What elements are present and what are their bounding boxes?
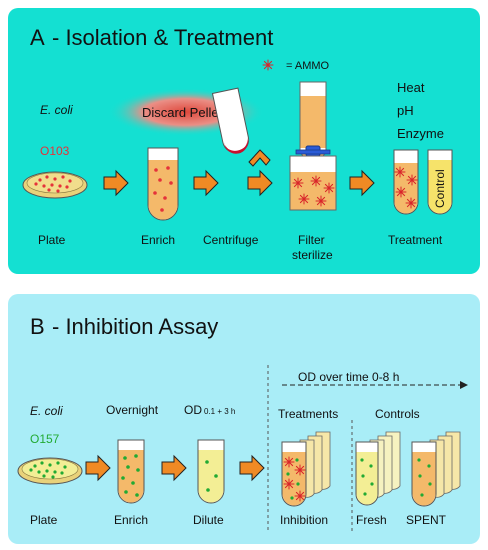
dilute-tube xyxy=(197,439,225,504)
treatment-enzyme: Enzyme xyxy=(397,126,444,141)
treatments-header: Treatments xyxy=(278,407,338,421)
timeline-arrowhead-icon xyxy=(460,381,468,389)
spent-tubes xyxy=(411,431,461,507)
step-centrifuge: Centrifuge xyxy=(203,233,259,247)
discard-pellet-label: Discard Pellet xyxy=(142,105,223,120)
step-fresh: Fresh xyxy=(356,513,387,527)
arrow-right-icon xyxy=(85,454,111,482)
od-label: OD xyxy=(184,403,202,417)
step-plate-b: Plate xyxy=(30,513,58,527)
petri-plate-a xyxy=(22,171,88,199)
ecoli-label-b: E. coli xyxy=(30,404,63,418)
panel-b-title: - Inhibition Assay xyxy=(52,314,218,339)
timeline-label: OD over time 0-8 h xyxy=(298,370,399,384)
step-filter-line2: sterilize xyxy=(292,248,333,262)
panel-b-inhibition xyxy=(8,294,480,544)
od-sublabel: 0.1 + 3 h xyxy=(204,407,235,416)
curved-arrow-icon xyxy=(248,149,271,167)
controls-header: Controls xyxy=(375,407,420,421)
panel-a-letter: A xyxy=(30,25,45,50)
enrich-tube-a xyxy=(147,147,179,221)
overnight-label: Overnight xyxy=(106,403,159,417)
ecoli-label-a: E. coli xyxy=(40,103,73,117)
treatment-ph: pH xyxy=(397,103,414,118)
strain-o103: O103 xyxy=(40,144,70,158)
filtrate-bottle xyxy=(289,155,337,211)
panel-b-letter: B xyxy=(30,314,45,339)
step-inhibition: Inhibition xyxy=(280,513,328,527)
step-enrich-b: Enrich xyxy=(114,513,148,527)
treatment-heat: Heat xyxy=(397,80,425,95)
step-enrich-a: Enrich xyxy=(141,233,175,247)
treated-tube xyxy=(393,149,419,215)
enrich-tube-b xyxy=(117,439,145,504)
control-label: Control xyxy=(433,169,447,208)
fresh-tubes xyxy=(355,431,401,506)
inhibition-tubes xyxy=(281,431,331,507)
ammo-legend-icon xyxy=(262,59,274,71)
panel-a-title: - Isolation & Treatment xyxy=(52,25,273,50)
centrifuge-tube xyxy=(211,87,250,154)
arrow-right-icon xyxy=(193,169,219,197)
strain-o157: O157 xyxy=(30,432,60,446)
step-treatment: Treatment xyxy=(388,233,443,247)
step-plate-a: Plate xyxy=(38,233,66,247)
step-filter-line1: Filter xyxy=(298,233,325,247)
petri-plate-b xyxy=(17,457,83,485)
arrow-right-icon xyxy=(349,169,375,197)
ammo-legend-label: = AMMO xyxy=(286,60,330,72)
arrow-right-icon xyxy=(247,169,273,197)
step-spent: SPENT xyxy=(406,513,447,527)
arrow-right-icon xyxy=(103,169,129,197)
arrow-right-icon xyxy=(239,454,265,482)
arrow-right-icon xyxy=(161,454,187,482)
control-tube xyxy=(427,149,453,215)
step-dilute: Dilute xyxy=(193,513,224,527)
